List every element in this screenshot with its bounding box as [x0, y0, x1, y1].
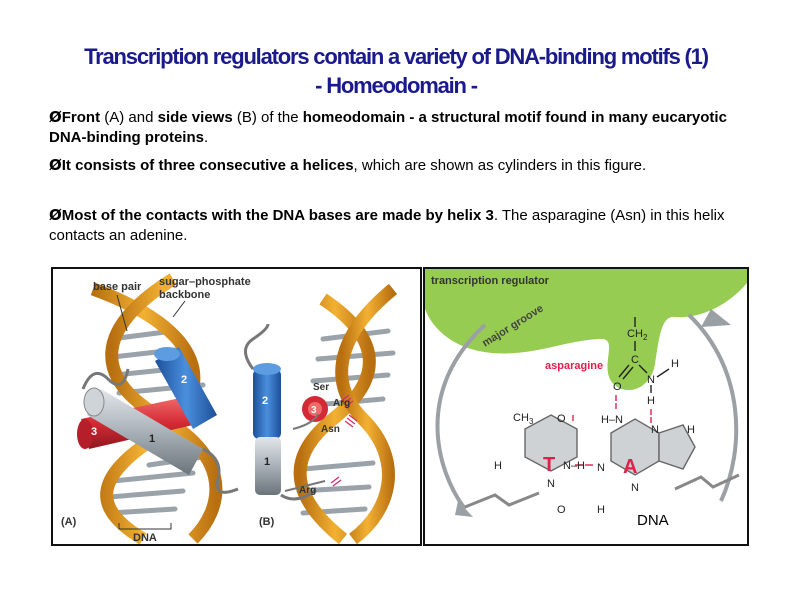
- svg-text:O: O: [557, 413, 566, 425]
- label-base-pair: base pair: [93, 281, 142, 293]
- homeodomain-illustration: base pair sugar–phosphate backbone 3 1 2…: [61, 273, 398, 544]
- backbone-right: [674, 473, 740, 491]
- svg-text:T: T: [543, 454, 555, 476]
- bullet-1: ØFront (A) and side views (B) of the hom…: [49, 107, 749, 148]
- label-panel-b: (B): [259, 516, 275, 528]
- bullet-3-part-1: Most of the contacts with the DNA bases …: [61, 207, 494, 224]
- svg-text:N: N: [631, 482, 639, 494]
- helix-3-red-b: [302, 396, 328, 422]
- leader-line: [116, 294, 128, 332]
- svg-text:N–H: N–H: [563, 460, 585, 472]
- svg-text:CH: CH: [627, 328, 643, 340]
- helix-2-blue-a: [154, 347, 217, 429]
- label-arg-top: Arg: [333, 398, 350, 409]
- svg-text:N: N: [597, 462, 605, 474]
- label-helix-2-a: 2: [181, 374, 187, 386]
- bullet-1-part-3: side views: [157, 109, 233, 126]
- side-chain-bonds: [284, 413, 326, 492]
- loop-a: [81, 368, 239, 494]
- leader-line: [172, 300, 186, 318]
- label-dna-b: DNA: [637, 512, 669, 529]
- helix-1-gray-a: [83, 387, 203, 475]
- svg-text:A: A: [623, 456, 637, 478]
- loop-b: [244, 323, 317, 501]
- svg-text:H: H: [687, 424, 695, 436]
- figure-base-contact: transcription regulator major groove asp…: [423, 267, 749, 546]
- bullet-1-part-5: homeodomain: [302, 109, 406, 126]
- svg-text:H–N: H–N: [601, 414, 623, 426]
- label-helix-1-a: 1: [149, 433, 155, 445]
- label-helix-2-b: 2: [262, 395, 268, 407]
- svg-text:N: N: [547, 478, 555, 490]
- groove-arrow-right: [687, 313, 739, 502]
- bullet-arrow-icon: Ø: [49, 156, 62, 174]
- thymine-base: T CH 3 O H N–H N O: [494, 412, 585, 516]
- bullet-1-part-2: (A) and: [100, 109, 158, 126]
- label-backbone-2: backbone: [159, 289, 210, 301]
- contact-hashes: [330, 394, 358, 487]
- svg-text:3: 3: [529, 417, 534, 426]
- label-helix-1-b: 1: [264, 456, 270, 468]
- svg-text:H: H: [597, 504, 605, 516]
- bullet-2-part-2: , which are shown as cylinders in this f…: [353, 157, 647, 174]
- transcription-regulator-blob: [425, 269, 747, 391]
- dna-bracket: [118, 523, 172, 530]
- bullet-2-part-1: It consists of three consecutive a helic…: [61, 157, 354, 174]
- bullet-3: ØMost of the contacts with the DNA bases…: [49, 205, 749, 246]
- label-ser: Ser: [313, 382, 329, 393]
- label-panel-a: (A): [61, 516, 77, 528]
- asparagine-side-chain: CH 2 C O N H H: [613, 317, 679, 407]
- asparagine-adenine-diagram: transcription regulator major groove asp…: [425, 269, 747, 529]
- bullet-1-part-6: - a structural motif found in many eucar…: [49, 109, 727, 146]
- arrow-head-icon: [701, 309, 731, 327]
- bullet-1-part-4: (B) of the: [232, 109, 303, 126]
- svg-text:O: O: [613, 381, 622, 393]
- bullet-1-part-1: Front: [61, 109, 101, 126]
- bullet-2: ØIt consists of three consecutive a heli…: [49, 155, 749, 176]
- label-dna-a: DNA: [133, 532, 157, 544]
- svg-text:N: N: [647, 374, 655, 386]
- slide-subtitle: - Homeodomain -: [315, 73, 478, 98]
- bullet-3-part-2: . The asparagine (Asn) in this helix con…: [49, 207, 725, 244]
- label-asn: Asn: [321, 424, 340, 435]
- helix-1-gray-b: [255, 437, 281, 495]
- label-helix-3-b: 3: [311, 405, 317, 416]
- helix-2-blue-b: [253, 363, 281, 439]
- svg-text:N: N: [651, 424, 659, 436]
- svg-text:2: 2: [643, 333, 648, 342]
- hydrogen-bonds: [572, 395, 652, 466]
- backbone-left: [464, 491, 540, 509]
- svg-text:O: O: [557, 504, 566, 516]
- svg-text:H: H: [647, 395, 655, 407]
- groove-arrow-left: [435, 323, 487, 511]
- figure-homeodomain-views: base pair sugar–phosphate backbone 3 1 2…: [51, 267, 422, 546]
- adenine-base: A H–N N H N N H: [597, 414, 696, 516]
- label-asparagine: asparagine: [545, 360, 603, 372]
- dna-double-helix-b: [293, 283, 398, 544]
- svg-text:CH: CH: [513, 412, 529, 424]
- arrow-head-icon: [455, 501, 473, 517]
- bullet-arrow-icon: Ø: [49, 206, 62, 224]
- svg-text:H: H: [671, 358, 679, 370]
- svg-text:H: H: [494, 460, 502, 472]
- slide-title: Transcription regulators contain a varie…: [84, 44, 709, 69]
- svg-text:C: C: [631, 354, 639, 366]
- label-arg-bottom: Arg: [299, 485, 316, 496]
- label-backbone-1: sugar–phosphate: [159, 276, 251, 288]
- label-helix-3-a: 3: [91, 426, 97, 438]
- bullet-arrow-icon: Ø: [49, 108, 62, 126]
- bullet-1-part-7: .: [203, 129, 209, 146]
- label-transcription-regulator: transcription regulator: [431, 275, 550, 287]
